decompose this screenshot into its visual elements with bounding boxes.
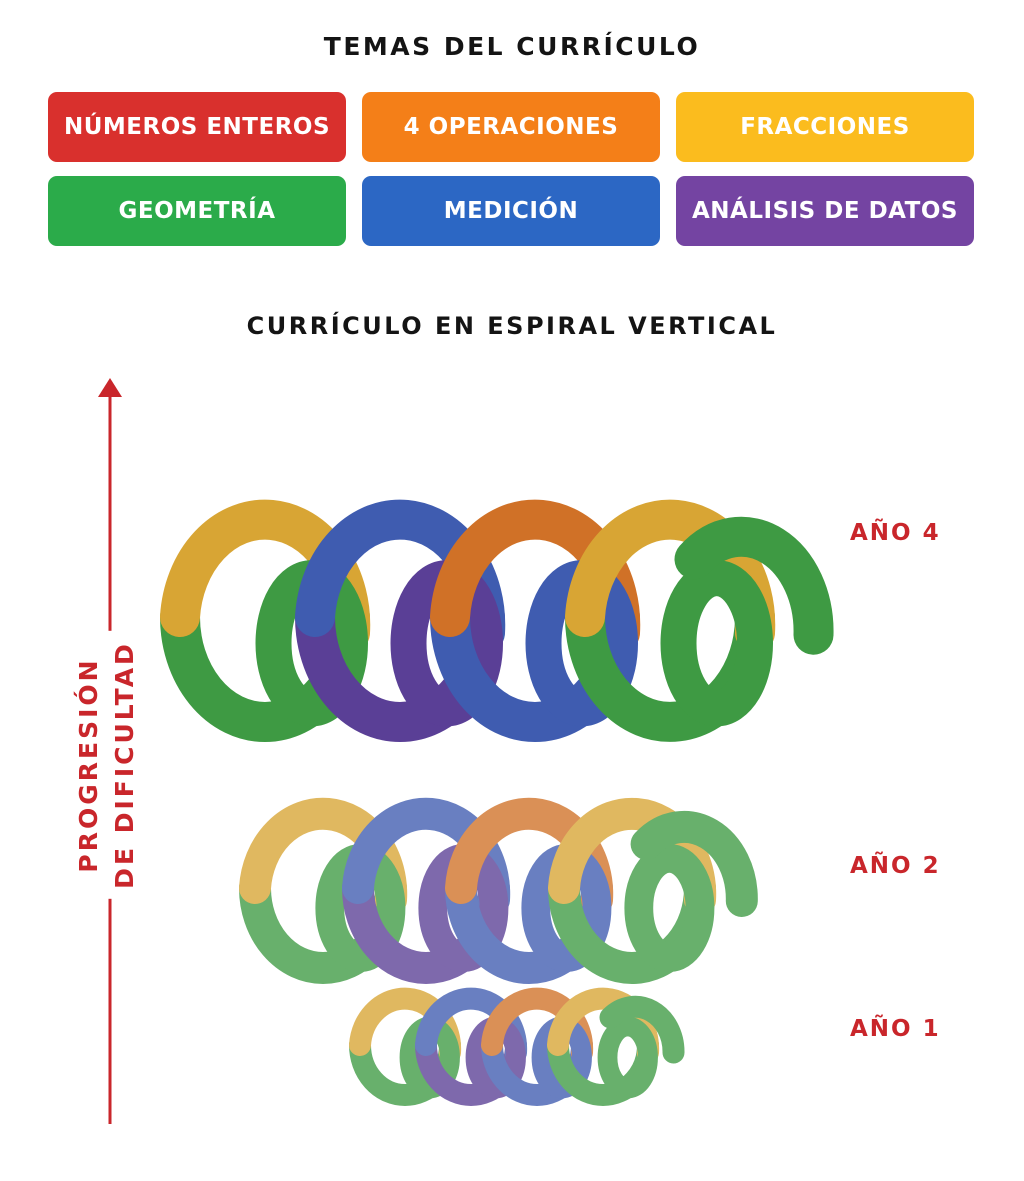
- topic-tile-geometry: GEOMETRÍA: [48, 176, 346, 246]
- topics-title: TEMAS DEL CURRÍCULO: [323, 32, 701, 61]
- spring-year-4: [160, 499, 834, 742]
- topic-tile-operations: 4 OPERACIONES: [362, 92, 660, 162]
- year-label-1: AÑO 1: [850, 1016, 941, 1042]
- coil-loop-4: [597, 1016, 658, 1099]
- year-label-4: AÑO 4: [850, 520, 941, 546]
- spiral-title: CURRÍCULO EN ESPIRAL VERTICAL: [246, 312, 778, 340]
- topic-tile-data-analysis: ANÁLISIS DE DATOS: [676, 176, 974, 246]
- coil-tail: [630, 810, 758, 917]
- topic-tile-fractions: FRACCIONES: [676, 92, 974, 162]
- topic-tile-whole-numbers: NÚMEROS ENTEROS: [48, 92, 346, 162]
- spring-year-2: [239, 797, 758, 984]
- coil-loop-4: [624, 844, 715, 973]
- coil-tail: [599, 995, 685, 1064]
- arrow-up-icon: [98, 378, 122, 397]
- coil-tail: [674, 516, 834, 655]
- coil-loop-4: [660, 560, 773, 727]
- topic-tile-measurement: MEDICIÓN: [362, 176, 660, 246]
- spring-year-1: [349, 987, 685, 1106]
- year-label-2: AÑO 2: [850, 853, 941, 879]
